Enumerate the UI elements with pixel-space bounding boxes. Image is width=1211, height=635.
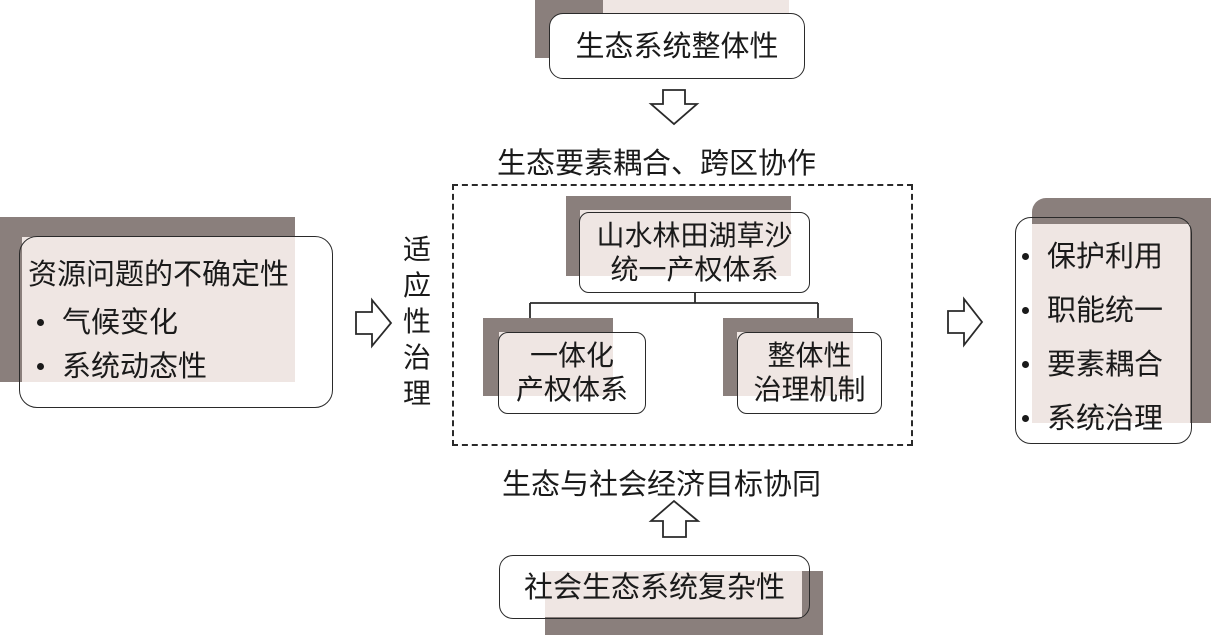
bottom-box-shadow-bottom bbox=[545, 617, 823, 635]
right-box-item-label: 保护利用 bbox=[1047, 239, 1164, 273]
right-box-item-2: 职能统一 bbox=[1022, 283, 1163, 337]
center-top-line1: 山水林田湖草沙 bbox=[596, 218, 793, 252]
right-box-shadow-light bbox=[1032, 224, 1190, 423]
right-box-item-label: 系统治理 bbox=[1047, 401, 1164, 435]
left-box-title: 资源问题的不确定性 bbox=[28, 257, 290, 291]
left-box-shadow-light bbox=[22, 237, 295, 382]
bullet-icon bbox=[1022, 360, 1029, 368]
top-box-label: 生态系统整体性 bbox=[575, 29, 779, 63]
center-left-line2: 产权体系 bbox=[515, 373, 628, 406]
right-box-item-1: 保护利用 bbox=[1022, 229, 1163, 283]
center-left-shadow bbox=[483, 318, 499, 396]
center-right-shadow-light bbox=[737, 332, 853, 396]
bullet-icon bbox=[1022, 414, 1029, 422]
center-right-line1: 整体性 bbox=[767, 339, 852, 372]
vertical-char: 理 bbox=[402, 377, 431, 410]
center-top-shadow bbox=[566, 196, 580, 276]
bullet-icon bbox=[1022, 306, 1029, 314]
center-right-shadow-top bbox=[723, 318, 853, 332]
right-box-list: 保护利用 职能统一 要素耦合 系统治理 bbox=[1022, 229, 1163, 445]
center-dashed-frame bbox=[452, 184, 913, 446]
vertical-char: 适 bbox=[402, 233, 431, 266]
right-box-item-label: 职能统一 bbox=[1047, 293, 1164, 327]
left-box-resource-uncertainty bbox=[19, 236, 333, 408]
top-box-ecosystem-integrity: 生态系统整体性 bbox=[549, 13, 805, 79]
right-box-item-label: 要素耦合 bbox=[1047, 347, 1164, 381]
bullet-icon bbox=[1022, 252, 1029, 260]
center-left-shadow-top bbox=[483, 318, 613, 332]
right-box-shadow-right bbox=[1190, 198, 1211, 423]
center-left-shadow-light bbox=[499, 332, 613, 396]
left-box-content: 资源问题的不确定性 气候变化 系统动态性 bbox=[28, 252, 289, 388]
bottom-box-shadow-light bbox=[545, 571, 802, 617]
bottom-box-label: 社会生态系统复杂性 bbox=[523, 570, 785, 604]
bullet-icon bbox=[37, 318, 44, 326]
left-box-item-label: 气候变化 bbox=[62, 305, 179, 339]
right-box-outcomes bbox=[1015, 217, 1192, 444]
adaptive-governance-label: 适 应 性 治 理 bbox=[402, 232, 432, 412]
bullet-icon bbox=[37, 362, 44, 370]
center-top-shadow-top bbox=[566, 196, 791, 210]
vertical-char: 性 bbox=[402, 305, 431, 338]
left-box-item-label: 系统动态性 bbox=[62, 349, 208, 383]
bottom-caption: 生态与社会经济目标协同 bbox=[502, 467, 822, 501]
bottom-box-social-ecological-complexity: 社会生态系统复杂性 bbox=[499, 555, 810, 619]
center-top-line2: 统一产权体系 bbox=[610, 252, 779, 286]
vertical-char: 应 bbox=[402, 269, 431, 302]
left-box-item-2: 系统动态性 bbox=[28, 344, 289, 388]
top-caption: 生态要素耦合、跨区协作 bbox=[497, 146, 817, 180]
center-left-box: 一体化 产权体系 bbox=[498, 332, 646, 414]
left-box-shadow bbox=[0, 217, 22, 382]
left-box-item-1: 气候变化 bbox=[28, 300, 289, 344]
center-right-shadow bbox=[723, 318, 737, 396]
vertical-char: 治 bbox=[402, 341, 431, 374]
right-box-item-3: 要素耦合 bbox=[1022, 337, 1163, 391]
left-box-shadow-top bbox=[0, 217, 295, 237]
right-box-item-4: 系统治理 bbox=[1022, 391, 1163, 445]
center-top-shadow-light bbox=[580, 210, 791, 276]
center-left-line1: 一体化 bbox=[529, 339, 614, 372]
center-right-box: 整体性 治理机制 bbox=[737, 332, 882, 414]
center-top-box: 山水林田湖草沙 统一产权体系 bbox=[579, 212, 810, 293]
center-right-line2: 治理机制 bbox=[753, 373, 866, 406]
